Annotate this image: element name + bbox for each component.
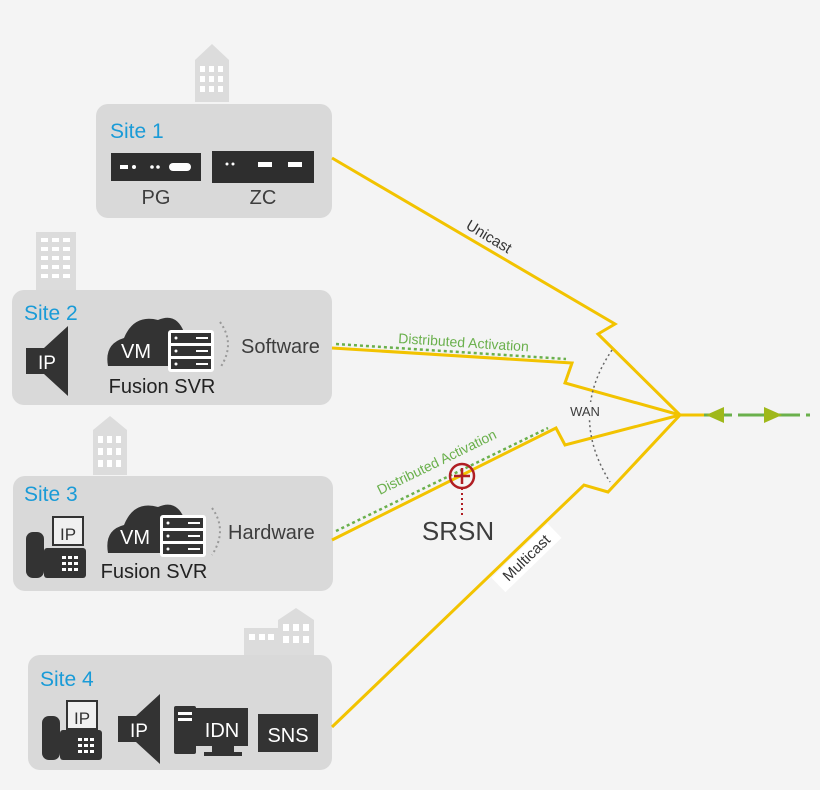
- vm-label: VM: [121, 341, 151, 363]
- desk-phone-icon: [42, 700, 102, 760]
- speaker-ip-label: IP: [38, 353, 56, 374]
- building-icon-site2: [36, 232, 76, 290]
- wan-label-bg: [562, 402, 608, 420]
- fusion-svr-label-site3: Fusion SVR: [101, 561, 208, 583]
- building-icon-site3: [93, 416, 127, 475]
- server-icon: [160, 515, 206, 557]
- signal-arc-icon: [211, 507, 221, 556]
- speaker-ip-label-site4: IP: [130, 721, 148, 742]
- site4-title: Site 4: [40, 668, 94, 691]
- software-label: Software: [241, 336, 320, 358]
- site2-title: Site 2: [24, 302, 78, 325]
- idn-label: IDN: [205, 720, 239, 742]
- bidirectional-arrow-icon: [680, 407, 810, 423]
- fusion-svr-label-site2: Fusion SVR: [109, 376, 216, 398]
- server-icon: [168, 330, 214, 372]
- srsn-node-icon: [448, 462, 476, 518]
- multicast-label-bg: [491, 523, 562, 593]
- wan-label: WAN: [570, 404, 600, 419]
- site1-title: Site 1: [110, 120, 164, 143]
- pg-label: PG: [142, 187, 171, 209]
- zc-device-icon: [212, 151, 314, 183]
- sns-box: [258, 714, 318, 752]
- phone-ip-label-site3: IP: [60, 525, 76, 544]
- building-icon-site4: [244, 608, 314, 656]
- sns-label: SNS: [267, 725, 308, 747]
- speaker-icon: [26, 326, 68, 396]
- building-icon-site1: [195, 44, 229, 102]
- vm-label: VM: [120, 527, 150, 549]
- multicast-link: [330, 413, 682, 729]
- hardware-link: [331, 413, 681, 542]
- site3-title: Site 3: [24, 483, 78, 506]
- srsn-label: SRSN: [422, 516, 494, 546]
- computer-icon: [174, 706, 248, 756]
- desk-phone-icon: [26, 516, 86, 578]
- speaker-icon: [118, 694, 160, 764]
- distributed-activation-label-top: Distributed Activation: [398, 330, 529, 354]
- pg-device-icon: [111, 153, 201, 181]
- zc-label: ZC: [250, 187, 277, 209]
- phone-ip-label-site4: IP: [74, 709, 90, 728]
- hardware-label: Hardware: [228, 522, 315, 544]
- unicast-link: [331, 156, 682, 417]
- software-link: [331, 346, 681, 417]
- distributed-activation-line-top: [335, 342, 567, 361]
